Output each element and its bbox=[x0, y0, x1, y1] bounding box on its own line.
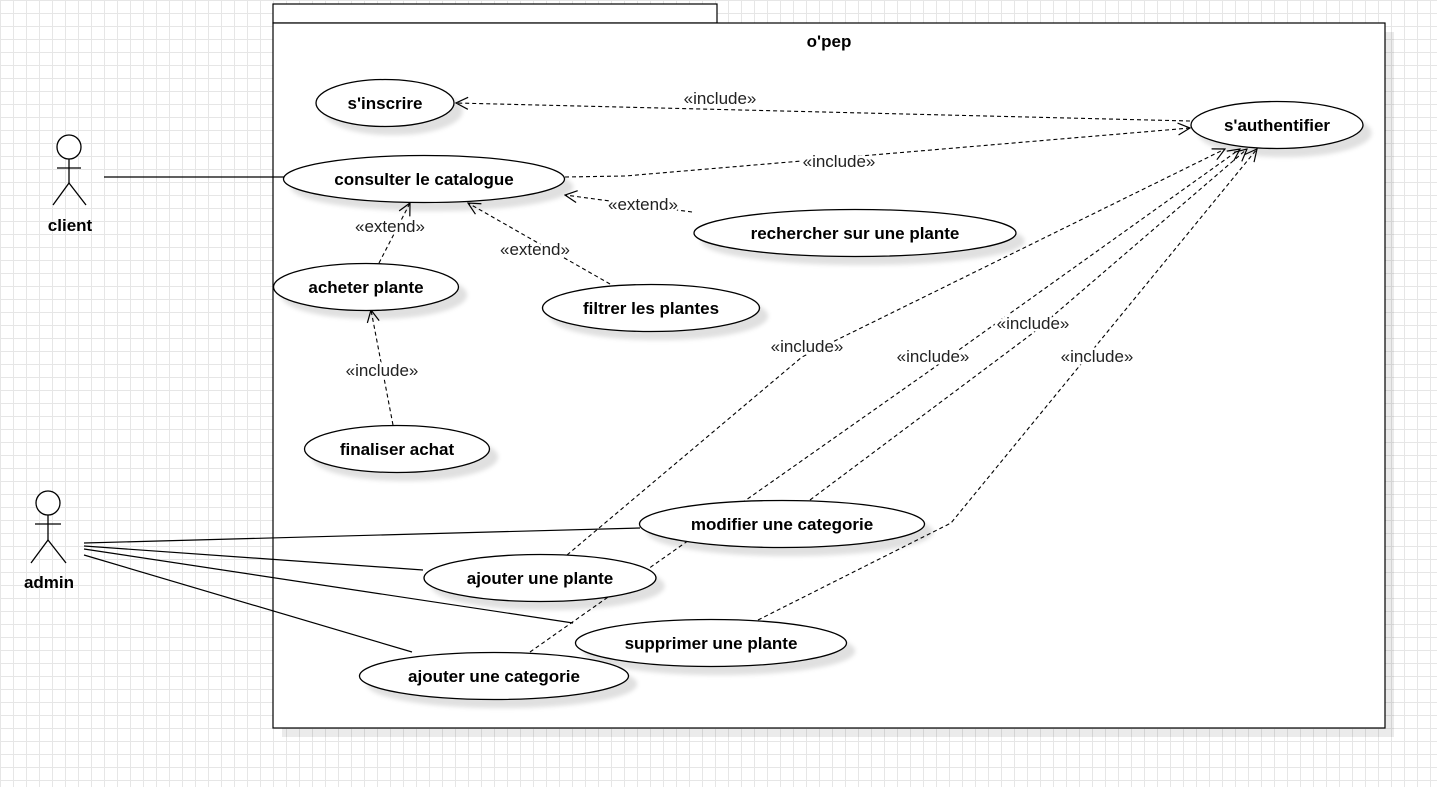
relation-label: «include» bbox=[346, 361, 419, 380]
actor-admin-label: admin bbox=[24, 573, 74, 592]
system-frame bbox=[272, 22, 1386, 729]
relation-label: «extend» bbox=[500, 240, 570, 259]
use-case-label: consulter le catalogue bbox=[334, 170, 514, 189]
association-admin-supprimer-plante bbox=[83, 548, 574, 624]
actor-admin[interactable] bbox=[30, 490, 67, 564]
actor-client-leg-left bbox=[52, 182, 70, 206]
use-case-filtrer[interactable]: filtrer les plantes bbox=[541, 283, 761, 333]
include-line-supprimer-plante bbox=[757, 149, 1257, 621]
association-admin-modifier-categorie bbox=[83, 527, 641, 544]
actor-admin-leg-right bbox=[47, 539, 67, 564]
use-case-label: s'authentifier bbox=[1224, 116, 1330, 135]
association-admin-ajouter-plante bbox=[83, 545, 424, 571]
relation-label: «include» bbox=[1061, 347, 1134, 366]
use-case-ajouter-plante[interactable]: ajouter une plante bbox=[423, 553, 657, 603]
extend-line-rechercher bbox=[565, 195, 693, 213]
use-case-ajouter-categorie[interactable]: ajouter une categorie bbox=[358, 651, 630, 701]
use-case-label: finaliser achat bbox=[340, 440, 455, 459]
actor-client[interactable] bbox=[52, 134, 87, 206]
use-case-label: acheter plante bbox=[308, 278, 423, 297]
use-case-consulter[interactable]: consulter le catalogue bbox=[282, 154, 566, 204]
system-tab bbox=[272, 3, 718, 24]
use-case-authentifier[interactable]: s'authentifier bbox=[1190, 100, 1364, 150]
include-line-inscrire bbox=[456, 103, 1191, 122]
actor-client-head bbox=[56, 134, 82, 160]
actor-client-leg-right bbox=[68, 182, 87, 206]
system-boundary[interactable]: o'pep bbox=[272, 3, 1394, 737]
use-case-finaliser[interactable]: finaliser achat bbox=[303, 424, 491, 474]
actor-client-label: client bbox=[48, 216, 93, 235]
extend-line-filtrer bbox=[468, 203, 611, 285]
extend-line-acheter bbox=[378, 203, 410, 264]
relation-label: «include» bbox=[997, 314, 1070, 333]
relation-label: «extend» bbox=[608, 195, 678, 214]
relation-label: «include» bbox=[897, 347, 970, 366]
use-case-label: s'inscrire bbox=[348, 94, 423, 113]
use-case-rechercher[interactable]: rechercher sur une plante bbox=[693, 208, 1017, 258]
use-case-label: supprimer une plante bbox=[625, 634, 798, 653]
relation-label: «include» bbox=[684, 89, 757, 108]
actor-admin-head bbox=[35, 490, 61, 516]
relation-label: «include» bbox=[803, 152, 876, 171]
use-case-label: ajouter une categorie bbox=[408, 667, 580, 686]
relation-label: «include» bbox=[771, 337, 844, 356]
use-case-modifier-categorie[interactable]: modifier une categorie bbox=[638, 499, 926, 549]
use-case-label: modifier une categorie bbox=[691, 515, 873, 534]
use-case-label: ajouter une plante bbox=[467, 569, 613, 588]
use-case-label: filtrer les plantes bbox=[583, 299, 719, 318]
relation-label: «extend» bbox=[355, 217, 425, 236]
include-line-modifier-categorie bbox=[809, 149, 1247, 501]
include-line-finaliser bbox=[371, 310, 394, 426]
include-line-ajouter-categorie bbox=[529, 149, 1240, 653]
association-admin-ajouter-categorie bbox=[83, 554, 413, 653]
system-title: o'pep bbox=[807, 32, 852, 51]
use-case-inscrire[interactable]: s'inscrire bbox=[315, 78, 455, 128]
use-case-acheter[interactable]: acheter plante bbox=[272, 262, 460, 312]
actor-admin-leg-left bbox=[30, 539, 49, 564]
use-case-label: rechercher sur une plante bbox=[751, 224, 960, 243]
use-case-supprimer-plante[interactable]: supprimer une plante bbox=[574, 618, 848, 668]
